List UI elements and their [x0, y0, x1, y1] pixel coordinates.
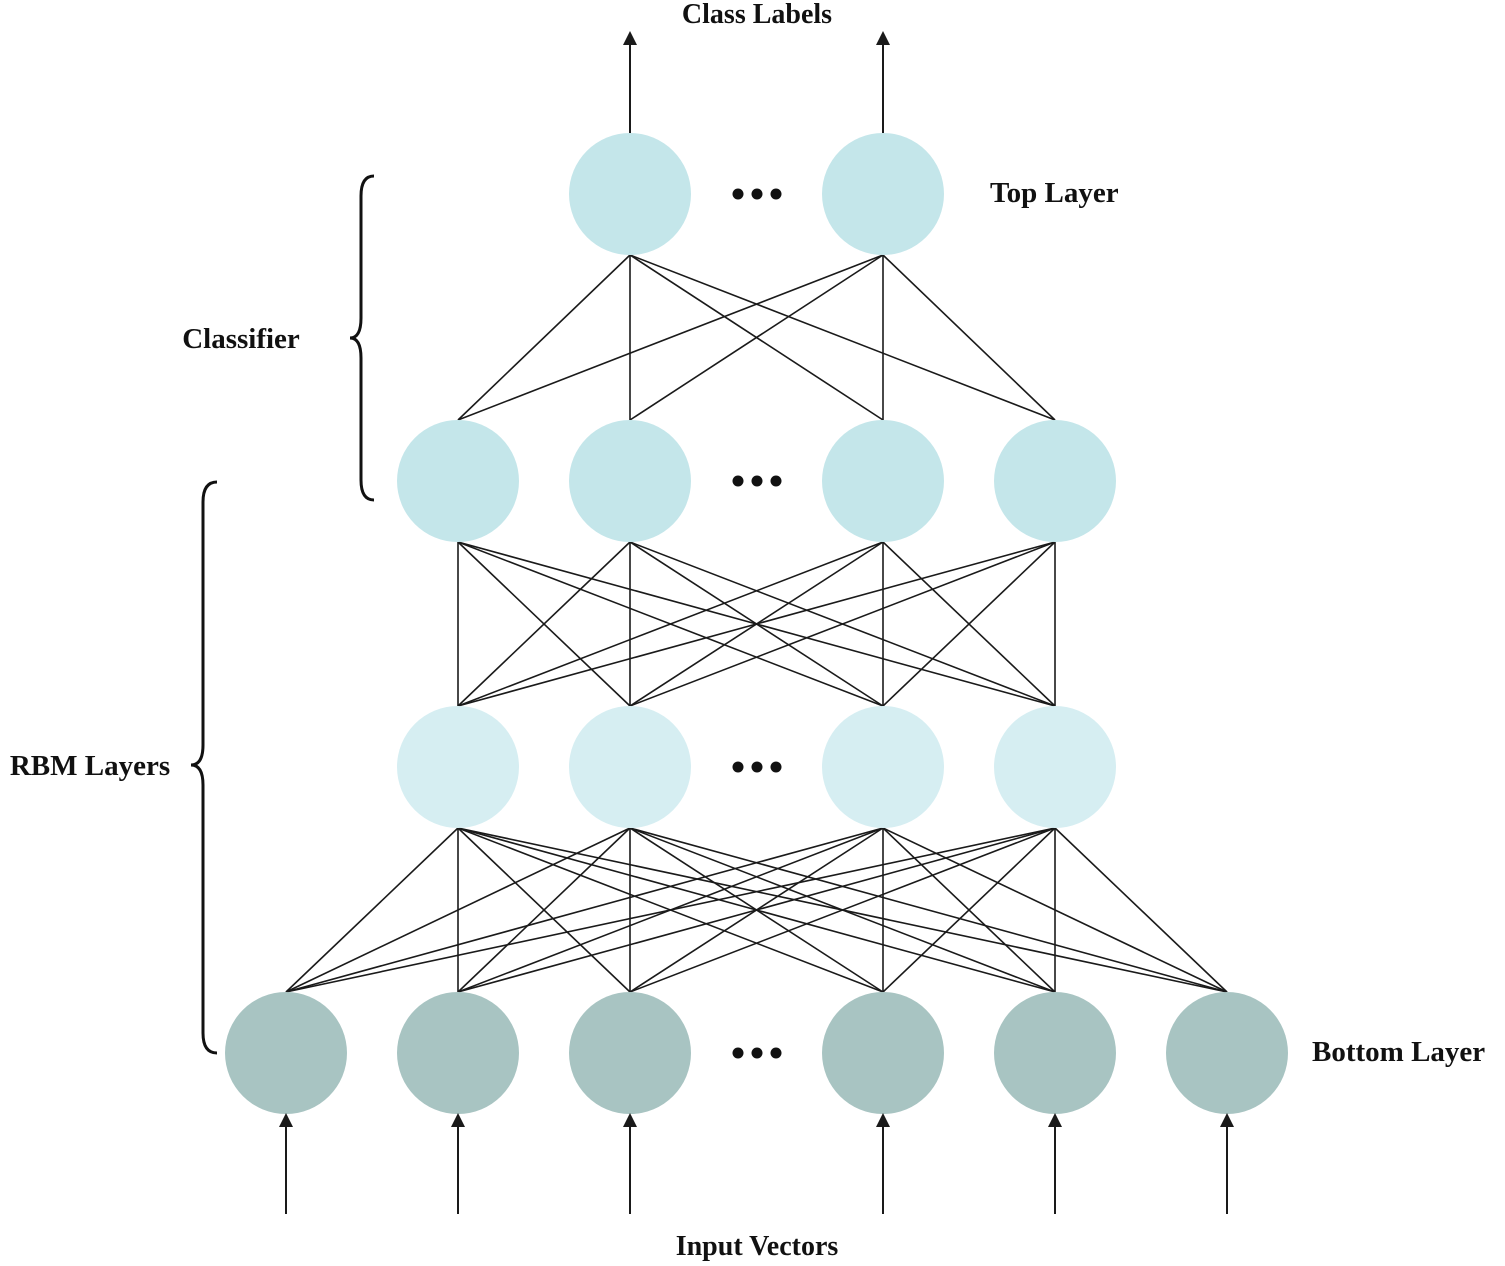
edge-hidden1-3-to-bottom-5: [1054, 827, 1228, 993]
hidden2-layer-ellipsis-icon: [732, 475, 782, 487]
hidden1-layer-node-3: [822, 706, 944, 828]
io-arrows: [279, 31, 1234, 1214]
edge-top-0-to-hidden2-3: [629, 254, 1056, 421]
edge-hidden2-2-to-hidden1-0: [457, 541, 884, 707]
edge-hidden1-3-to-bottom-2: [629, 827, 1056, 993]
hidden1-layer-node-2: [569, 706, 691, 828]
hidden2-layer-node-1: [397, 420, 519, 542]
hidden1-layer-node-1: [397, 706, 519, 828]
bottom-layer-node-6: [1166, 992, 1288, 1114]
layer-ellipses: [732, 188, 782, 1059]
edge-hidden2-3-to-hidden1-2: [882, 541, 1056, 707]
bottom-layer-node-4: [822, 992, 944, 1114]
top-layer-ellipsis-icon: [732, 188, 782, 200]
edge-hidden1-3-to-bottom-3: [882, 827, 1056, 993]
edge-top-1-to-hidden2-3: [882, 254, 1056, 421]
edge-hidden1-0-to-bottom-0: [285, 827, 459, 993]
hidden1-layer-node-4: [994, 706, 1116, 828]
top-layer-label: Top Layer: [990, 177, 1119, 209]
rbm-layers-label: RBM Layers: [10, 750, 170, 782]
edge-hidden1-1-to-bottom-1: [457, 827, 631, 993]
hidden2-layer-node-4: [994, 420, 1116, 542]
edge-hidden2-3-to-hidden1-0: [457, 541, 1056, 707]
edge-hidden1-2-to-bottom-0: [285, 827, 884, 993]
edge-hidden2-1-to-hidden1-0: [457, 541, 631, 707]
edge-hidden2-3-to-hidden1-1: [629, 541, 1056, 707]
edge-hidden1-3-to-bottom-1: [457, 827, 1056, 993]
hidden2-layer-node-3: [822, 420, 944, 542]
edge-top-1-to-hidden2-1: [629, 254, 884, 421]
connection-edges: [285, 254, 1228, 993]
edge-hidden1-1-to-bottom-5: [629, 827, 1228, 993]
classifier-brace-icon: [349, 174, 375, 502]
edge-hidden1-1-to-bottom-0: [285, 827, 631, 993]
bottom-layer-node-1: [225, 992, 347, 1114]
bottom-layer-ellipsis-icon: [732, 1047, 782, 1059]
class-labels-title: Class Labels: [682, 0, 832, 30]
hidden1-layer-ellipsis-icon: [732, 761, 782, 773]
classifier-label: Classifier: [182, 323, 300, 355]
bottom-layer-node-3: [569, 992, 691, 1114]
hidden2-layer-node-2: [569, 420, 691, 542]
bottom-layer-label: Bottom Layer: [1312, 1036, 1485, 1068]
top-layer-node-2: [822, 133, 944, 255]
rbm-brace-icon: [190, 480, 218, 1055]
input-vectors-label: Input Vectors: [676, 1231, 839, 1262]
bottom-layer-node-5: [994, 992, 1116, 1114]
edge-top-1-to-hidden2-0: [457, 254, 884, 421]
edge-hidden1-3-to-bottom-0: [285, 827, 1056, 993]
network-nodes: [225, 133, 1288, 1114]
bottom-layer-node-2: [397, 992, 519, 1114]
edge-top-0-to-hidden2-0: [457, 254, 631, 421]
top-layer-node-1: [569, 133, 691, 255]
